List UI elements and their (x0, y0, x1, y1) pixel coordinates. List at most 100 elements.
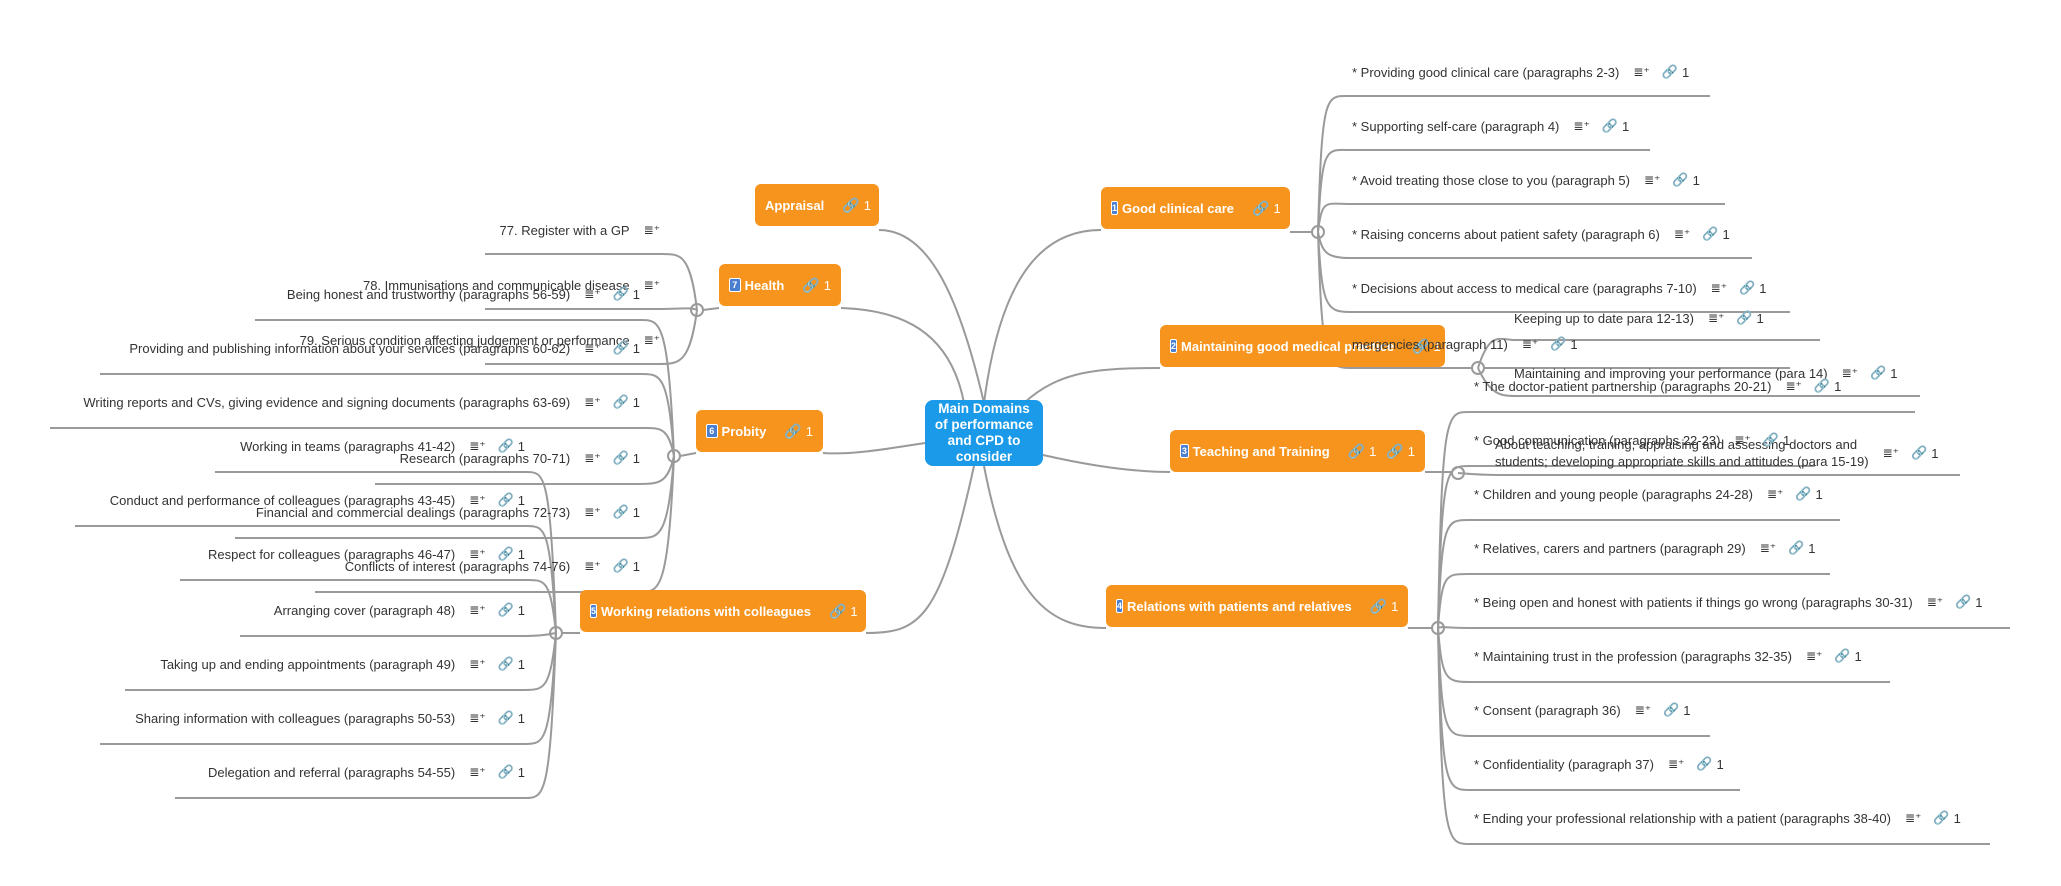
note-icon[interactable]: ≣⁺ (1667, 757, 1685, 771)
link-icon[interactable]: 🔗 (1661, 64, 1678, 79)
topic-probity[interactable]: 6 Probity 🔗1 (696, 410, 823, 452)
link-indicator[interactable]: 🔗1 (784, 423, 813, 440)
note-icon[interactable]: ≣⁺ (1759, 541, 1777, 555)
link-icon[interactable]: 🔗 (1672, 172, 1689, 187)
link-icon[interactable]: 🔗 (1933, 810, 1950, 825)
link-icon[interactable]: 🔗 (497, 546, 514, 561)
subtopic-patients-5[interactable]: * Maintaining trust in the profession (p… (1474, 646, 1862, 666)
note-icon[interactable]: ≣⁺ (469, 765, 486, 779)
subtopic-patients-3[interactable]: * Relatives, carers and partners (paragr… (1474, 538, 1816, 558)
subtopic-probity-1[interactable]: Providing and publishing information abo… (129, 338, 640, 358)
link-indicator[interactable]: 🔗1 (1348, 443, 1377, 460)
subtopic-good-care-0[interactable]: * Providing good clinical care (paragrap… (1352, 62, 1689, 82)
note-icon[interactable]: ≣⁺ (1841, 366, 1858, 380)
link-icon[interactable]: 🔗 (1736, 310, 1753, 325)
subtopic-colleagues-3[interactable]: Arranging cover (paragraph 48)≣⁺🔗1 (274, 600, 525, 620)
link-icon[interactable]: 🔗 (1702, 226, 1719, 241)
note-icon[interactable]: ≣⁺ (1734, 433, 1751, 447)
subtopic-colleagues-4[interactable]: Taking up and ending appointments (parag… (160, 654, 525, 674)
subtopic-colleagues-5[interactable]: Sharing information with colleagues (par… (135, 708, 525, 728)
subtopic-patients-7[interactable]: * Confidentiality (paragraph 37)≣⁺🔗1 (1474, 754, 1724, 774)
link-icon[interactable]: 🔗 (612, 286, 629, 301)
note-icon[interactable]: ≣⁺ (584, 341, 601, 355)
link-indicator[interactable]: 🔗1 (1370, 598, 1399, 615)
topic-appraisal[interactable]: Appraisal 🔗1 (755, 184, 879, 226)
subtopic-patients-6[interactable]: * Consent (paragraph 36)≣⁺🔗1 (1474, 700, 1691, 720)
link-icon[interactable]: 🔗 (1762, 432, 1779, 447)
subtopic-teaching-0[interactable]: About teaching, training, appraising and… (1495, 433, 1938, 473)
subtopic-patients-0[interactable]: * The doctor-patient partnership (paragr… (1474, 376, 1841, 396)
link-icon[interactable]: 🔗 (1834, 648, 1851, 663)
link-icon[interactable]: 🔗 (612, 450, 629, 465)
link-icon[interactable]: 🔗 (612, 340, 629, 355)
note-icon[interactable]: ≣⁺ (469, 711, 486, 725)
note-icon[interactable]: ≣⁺ (1766, 487, 1784, 501)
subtopic-practice-1[interactable]: Maintaining and improving your performan… (1514, 363, 1897, 383)
note-icon[interactable]: ≣⁺ (1710, 281, 1728, 295)
subtopic-good-care-1[interactable]: * Supporting self-care (paragraph 4)≣⁺🔗1 (1352, 116, 1629, 136)
link-icon[interactable]: 🔗 (1550, 336, 1567, 351)
subtopic-good-care-5[interactable]: mergencies (paragraph 11)≣⁺🔗1 (1352, 334, 1578, 354)
link-indicator[interactable]: 🔗1 (1252, 200, 1281, 217)
subtopic-colleagues-0[interactable]: Working in teams (paragraphs 41-42)≣⁺🔗1 (240, 436, 525, 456)
subtopic-good-care-4[interactable]: * Decisions about access to medical care… (1352, 278, 1766, 298)
note-icon[interactable]: ≣⁺ (643, 333, 660, 347)
note-icon[interactable]: ≣⁺ (469, 547, 486, 561)
note-icon[interactable]: ≣⁺ (1882, 446, 1900, 460)
subtopic-colleagues-2[interactable]: Respect for colleagues (paragraphs 46-47… (208, 544, 525, 564)
note-icon[interactable]: ≣⁺ (1633, 65, 1650, 79)
topic-teaching-and-training[interactable]: 3 Teaching and Training 🔗1 🔗1 (1170, 430, 1425, 472)
note-icon[interactable]: ≣⁺ (1805, 649, 1823, 663)
subtopic-probity-5[interactable]: Conflicts of interest (paragraphs 74-76)… (345, 556, 640, 576)
link-icon[interactable]: 🔗 (497, 764, 514, 779)
link-icon[interactable]: 🔗 (1601, 118, 1618, 133)
subtopic-practice-0[interactable]: Keeping up to date para 12-13)≣⁺🔗1 (1514, 308, 1764, 328)
note-icon[interactable]: ≣⁺ (1785, 379, 1802, 393)
note-icon[interactable]: ≣⁺ (584, 505, 601, 519)
link-indicator[interactable]: 🔗1 (1412, 338, 1441, 355)
link-indicator[interactable]: 🔗1 (802, 277, 831, 294)
subtopic-patients-4[interactable]: * Being open and honest with patients if… (1474, 592, 1983, 612)
subtopic-health-1[interactable]: 78. Immunisations and communicable disea… (363, 275, 660, 295)
link-indicator-2[interactable]: 🔗1 (1386, 443, 1415, 460)
subtopic-health-2[interactable]: 79. Serious condition affecting judgemen… (300, 330, 660, 350)
subtopic-patients-1[interactable]: * Good communication (paragraphs 22-23)≣… (1474, 430, 1790, 450)
link-icon[interactable]: 🔗 (1795, 486, 1812, 501)
link-icon[interactable]: 🔗 (1696, 756, 1713, 771)
note-icon[interactable]: ≣⁺ (1707, 311, 1725, 325)
topic-working-relations-with-colleagues[interactable]: 5 Working relations with colleagues 🔗1 (580, 590, 866, 632)
link-indicator[interactable]: 🔗1 (829, 603, 858, 620)
subtopic-colleagues-6[interactable]: Delegation and referral (paragraphs 54-5… (208, 762, 525, 782)
subtopic-probity-3[interactable]: Research (paragraphs 70-71)≣⁺🔗1 (400, 448, 640, 468)
note-icon[interactable]: ≣⁺ (584, 395, 601, 409)
subtopic-patients-2[interactable]: * Children and young people (paragraphs … (1474, 484, 1823, 504)
note-icon[interactable]: ≣⁺ (1644, 173, 1661, 187)
link-icon[interactable]: 🔗 (612, 558, 629, 573)
link-icon[interactable]: 🔗 (1911, 445, 1928, 460)
note-icon[interactable]: ≣⁺ (1926, 595, 1944, 609)
link-icon[interactable]: 🔗 (1870, 365, 1887, 380)
note-icon[interactable]: ≣⁺ (1673, 227, 1691, 241)
link-icon[interactable]: 🔗 (612, 394, 629, 409)
note-icon[interactable]: ≣⁺ (469, 657, 486, 671)
link-icon[interactable]: 🔗 (497, 656, 514, 671)
link-icon[interactable]: 🔗 (1663, 702, 1680, 717)
note-icon[interactable]: ≣⁺ (643, 278, 660, 292)
topic-health[interactable]: 7 Health 🔗1 (719, 264, 841, 306)
link-icon[interactable]: 🔗 (1739, 280, 1756, 295)
note-icon[interactable]: ≣⁺ (469, 439, 486, 453)
topic-relations-with-patients-and-relatives[interactable]: 4 Relations with patients and relatives … (1106, 585, 1408, 627)
subtopic-health-0[interactable]: 77. Register with a GP≣⁺ (500, 220, 660, 240)
subtopic-probity-0[interactable]: Being honest and trustworthy (paragraphs… (287, 284, 640, 304)
topic-good-clinical-care[interactable]: 1 Good clinical care 🔗1 (1101, 187, 1290, 229)
note-icon[interactable]: ≣⁺ (1521, 337, 1539, 351)
link-indicator[interactable]: 🔗1 (842, 197, 871, 214)
note-icon[interactable]: ≣⁺ (584, 287, 601, 301)
note-icon[interactable]: ≣⁺ (1573, 119, 1590, 133)
note-icon[interactable]: ≣⁺ (1634, 703, 1652, 717)
note-icon[interactable]: ≣⁺ (584, 451, 601, 465)
note-icon[interactable]: ≣⁺ (469, 603, 486, 617)
note-icon[interactable]: ≣⁺ (584, 559, 601, 573)
link-icon[interactable]: 🔗 (497, 438, 514, 453)
note-icon[interactable]: ≣⁺ (469, 493, 486, 507)
